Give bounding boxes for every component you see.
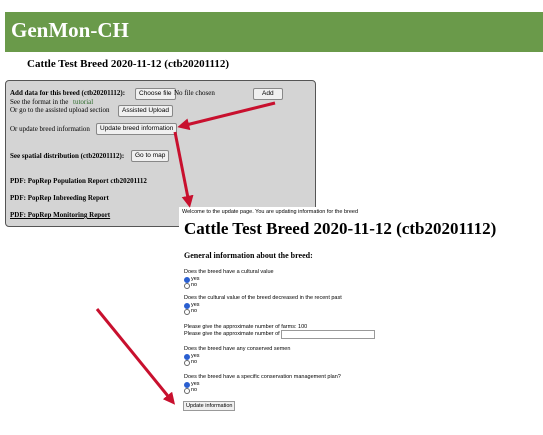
update-breed-label: Or update breed information (10, 125, 90, 133)
add-data-label: Add data for this breed (ctb20201112): (10, 89, 126, 97)
go-to-map-button[interactable]: Go to map (131, 150, 170, 162)
app-header: GenMon-CH (5, 12, 543, 52)
add-button[interactable]: Add (253, 88, 283, 100)
plan-no-radio[interactable] (184, 388, 190, 394)
semen-no-radio[interactable] (184, 360, 190, 366)
question-cultural-value: Does the breed have a cultural value (184, 269, 274, 275)
spatial-distribution-label: See spatial distribution (ctb20201112): (10, 152, 125, 160)
page-title: Cattle Test Breed 2020-11-12 (ctb2020111… (27, 58, 230, 70)
arrow-to-update-button (177, 101, 276, 131)
farms-past-count-label: Please give the approximate number of fa… (184, 331, 338, 337)
update-breed-button[interactable]: Update breed information (96, 123, 178, 135)
assisted-upload-label: Or go to the assisted upload section (10, 106, 110, 114)
cultural-value-yes-radio[interactable] (184, 277, 190, 283)
general-info-heading: General information about the breed: (184, 251, 313, 260)
farms-past-count-input[interactable] (281, 330, 375, 339)
cultural-decrease-yes-radio[interactable] (184, 303, 190, 309)
arrow-to-update-page (173, 131, 194, 208)
arrow-to-update-information (95, 308, 176, 405)
no-label: no (191, 387, 198, 393)
cultural-decrease-no-radio[interactable] (184, 309, 190, 315)
question-conservation-plan: Does the breed have a specific conservat… (184, 374, 341, 380)
no-label: no (191, 308, 198, 314)
pdf-population-report-link[interactable]: PDF: PopRep Population Report ctb2020111… (10, 177, 147, 185)
yes-label: yes (191, 276, 200, 282)
pdf-monitoring-report-link[interactable]: PDF: PopRep Monitoring Report (10, 211, 111, 219)
plan-yes-radio[interactable] (184, 382, 190, 388)
yes-label: yes (191, 302, 200, 308)
choose-file-button[interactable]: Choose file (135, 88, 176, 100)
question-cultural-decrease: Does the cultural value of the breed dec… (184, 295, 342, 301)
assisted-upload-button[interactable]: Assisted Upload (118, 105, 173, 117)
semen-yes-radio[interactable] (184, 354, 190, 360)
yes-label: yes (191, 381, 200, 387)
welcome-text: Welcome to the update page. You are upda… (182, 209, 359, 215)
no-label: no (191, 282, 198, 288)
question-conserved-semen: Does the breed have any conserved semen (184, 346, 291, 352)
app-title: GenMon-CH (11, 18, 129, 42)
update-page-title: Cattle Test Breed 2020-11-12 (ctb2020111… (184, 219, 497, 238)
yes-label: yes (191, 353, 200, 359)
update-page-overlay: Welcome to the update page. You are upda… (179, 207, 543, 435)
update-information-button[interactable]: Update information (183, 401, 236, 411)
no-file-label: No file chosen (174, 89, 215, 97)
farms-count-label: Please give the approximate number of fa… (184, 324, 308, 330)
tutorial-link[interactable]: tutorial (73, 98, 94, 106)
format-prefix: See the format in the (10, 98, 69, 106)
pdf-inbreeding-report-link[interactable]: PDF: PopRep Inbreeding Report (10, 194, 109, 202)
cultural-value-no-radio[interactable] (184, 283, 190, 289)
no-label: no (191, 359, 198, 365)
